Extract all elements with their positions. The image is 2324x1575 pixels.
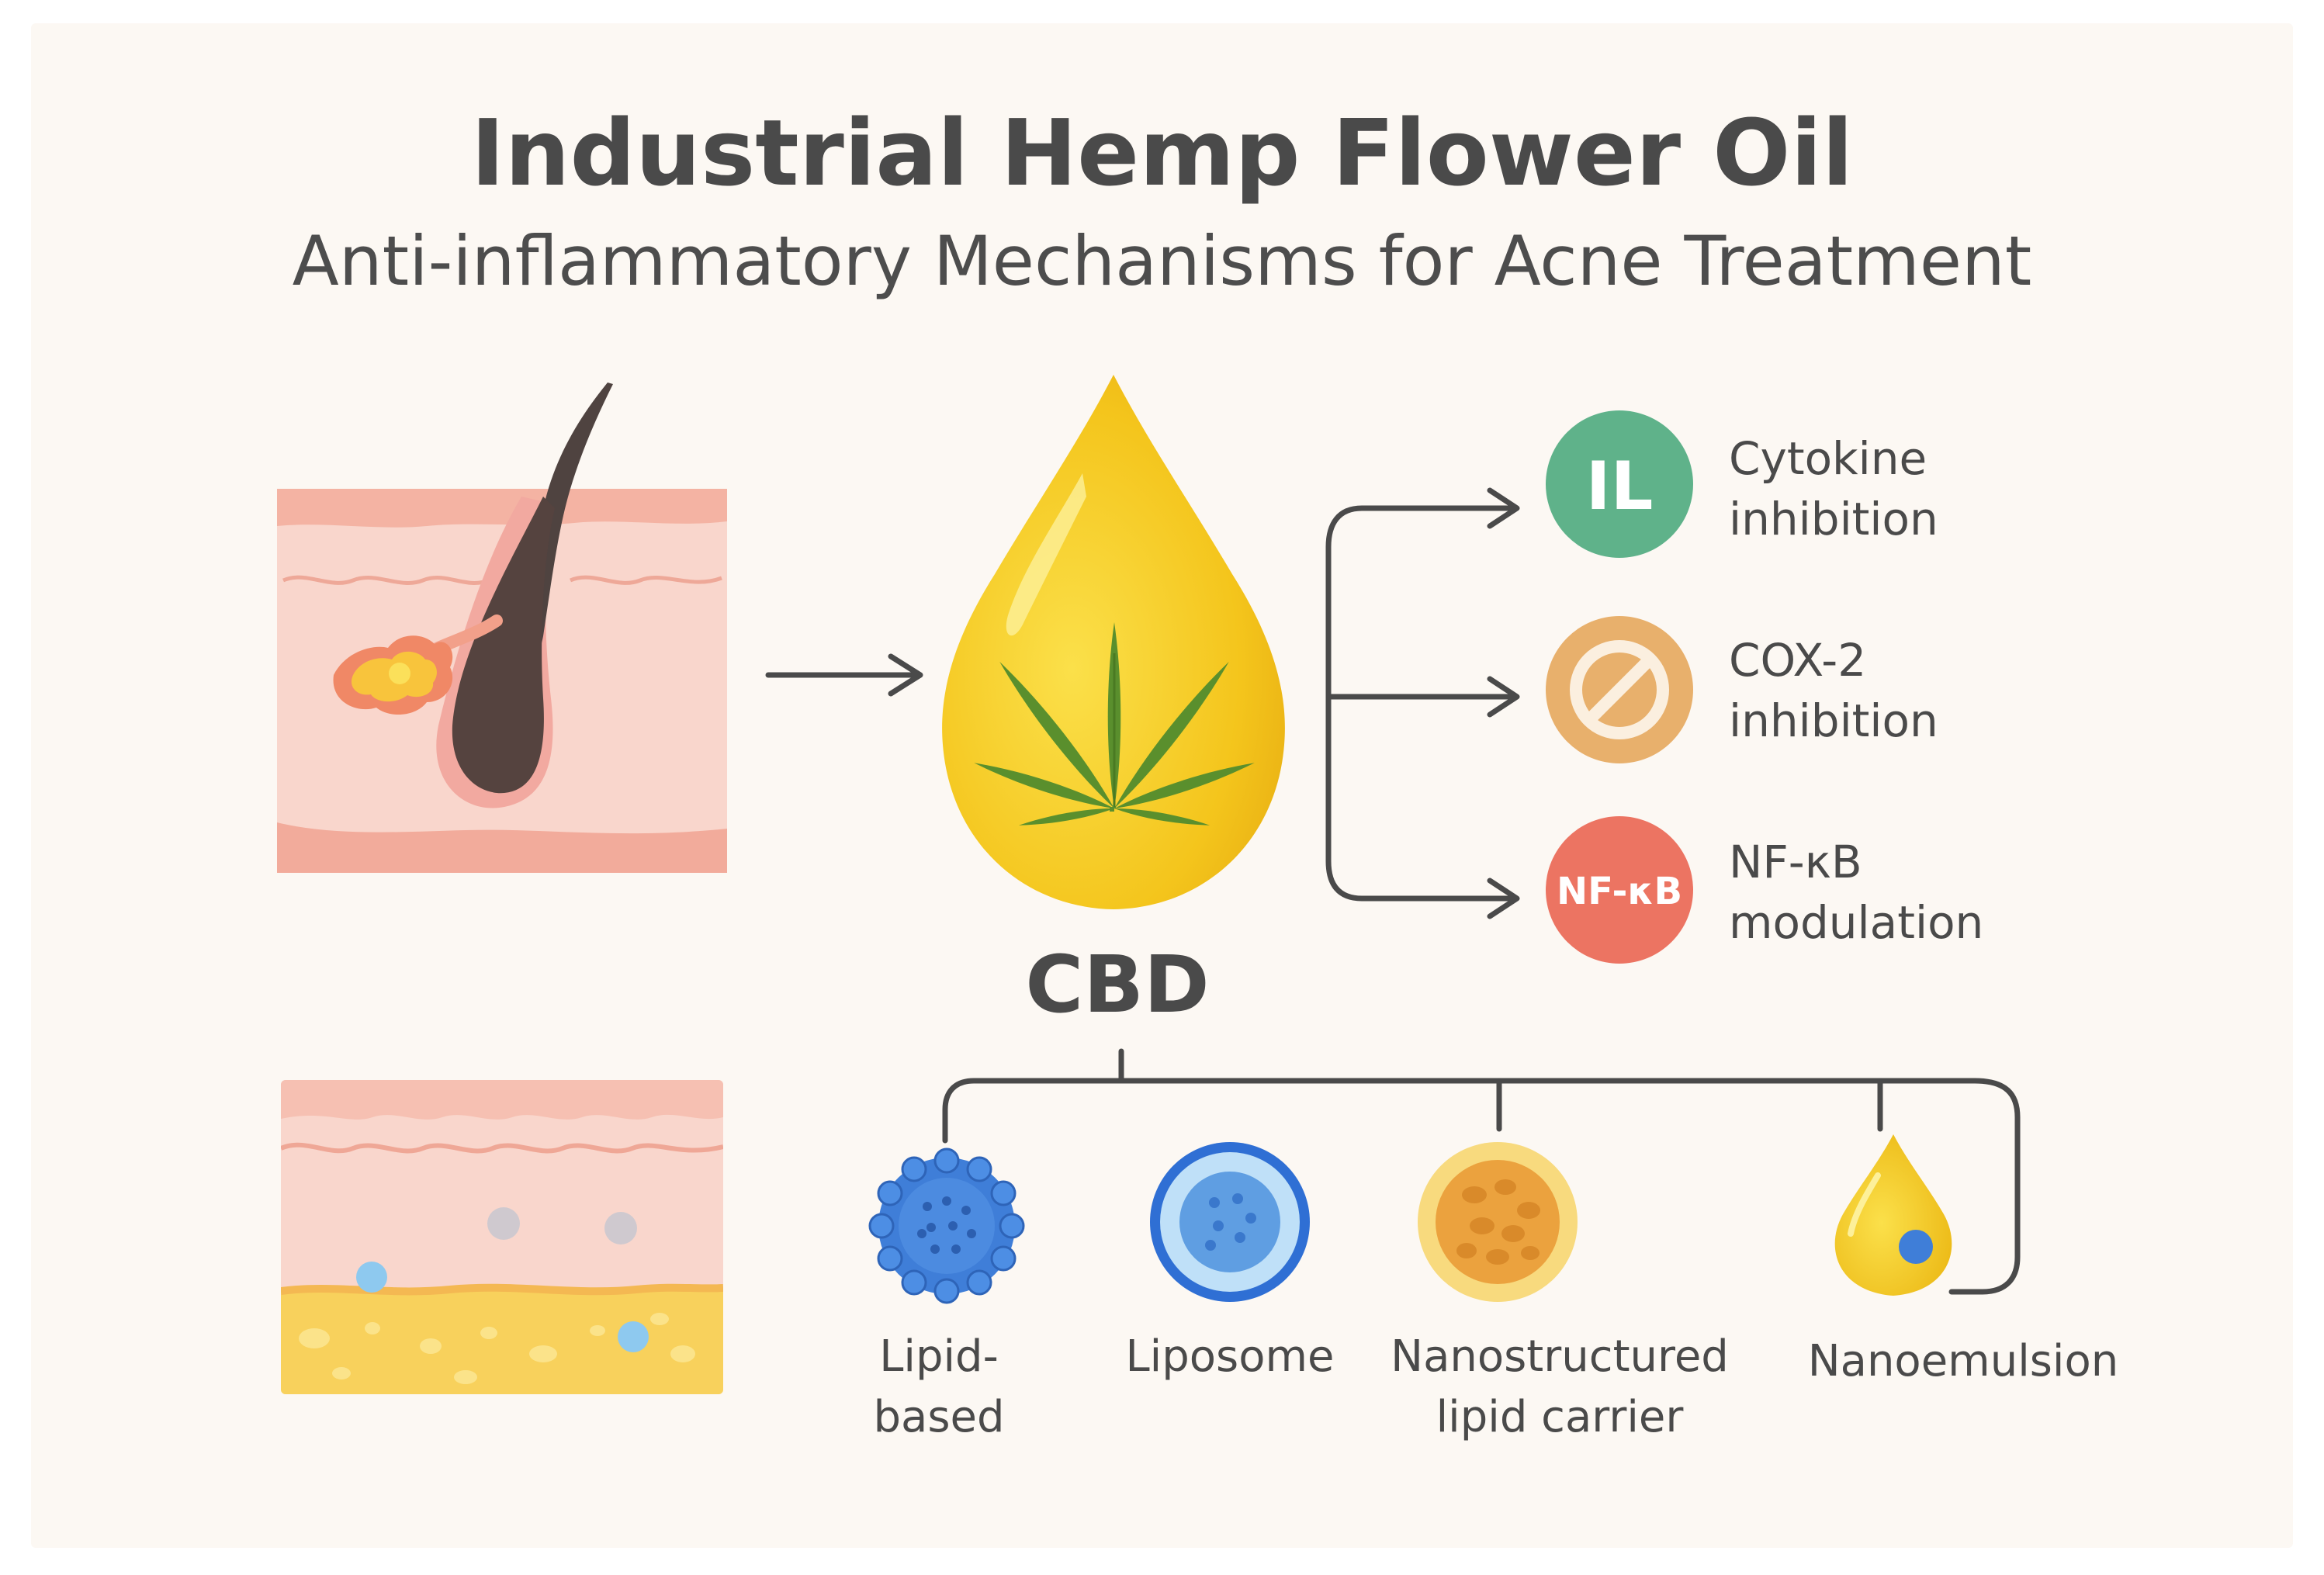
- nanoemulsion-droplet-icon: [1834, 1134, 1952, 1296]
- skin-layers-icon: [281, 1080, 723, 1394]
- carrier-label-nlc: Nanostructured lipid carrier: [1366, 1327, 1754, 1448]
- carrier-connector-icon: [942, 1048, 2021, 1295]
- carrier-line1: Nanoemulsion: [1807, 1336, 2119, 1386]
- cox2-inhibition-icon: [1546, 616, 1693, 763]
- mechanism-line2: modulation: [1729, 896, 1984, 949]
- cbd-label: CBD: [1025, 939, 1210, 1031]
- arrow-to-cbd-icon: [765, 653, 923, 697]
- mechanism-connector-icon: [1325, 487, 1520, 919]
- carrier-line1: Liposome: [1125, 1331, 1335, 1382]
- inflamed-follicle-skin-icon: [277, 382, 727, 873]
- mechanism-line1: Cytokine: [1729, 432, 1927, 485]
- mechanism-label-nfkb: NF-κB modulation: [1729, 832, 1983, 953]
- mechanism-line2: inhibition: [1729, 493, 1938, 545]
- page-subtitle: Anti-inflammatory Mechanisms for Acne Tr…: [292, 221, 2032, 301]
- page-title: Industrial Hemp Flower Oil: [470, 99, 1854, 206]
- nfkb-badge-text: NF-κB: [1557, 870, 1682, 913]
- il-badge-icon: IL: [1546, 410, 1693, 558]
- mechanism-label-cox2: COX-2 inhibition: [1729, 630, 1938, 751]
- carrier-label-nanoemulsion: Nanoemulsion: [1777, 1331, 2149, 1392]
- carrier-line1: Lipid-: [879, 1331, 999, 1382]
- nlc-icon: [1418, 1142, 1578, 1302]
- mechanism-line1: COX-2: [1729, 634, 1867, 687]
- liposome-icon: [1150, 1142, 1310, 1302]
- carrier-line1: Nanostructured: [1391, 1331, 1729, 1382]
- mechanism-line1: NF-κB: [1729, 836, 1862, 888]
- il-badge-text: IL: [1586, 448, 1654, 525]
- nfkb-badge-icon: NF-κB: [1546, 816, 1693, 964]
- mechanism-label-cytokine: Cytokine inhibition: [1729, 428, 1938, 549]
- cannabis-leaf-icon: [974, 622, 1255, 826]
- carrier-label-lipid-based: Lipid- based: [823, 1327, 1055, 1448]
- carrier-line2: lipid carrier: [1436, 1392, 1684, 1442]
- carrier-line2: based: [873, 1392, 1005, 1442]
- lipid-nanoparticle-icon: [868, 1148, 1025, 1304]
- carrier-label-liposome: Liposome: [1090, 1327, 1370, 1387]
- mechanism-line2: inhibition: [1729, 694, 1938, 747]
